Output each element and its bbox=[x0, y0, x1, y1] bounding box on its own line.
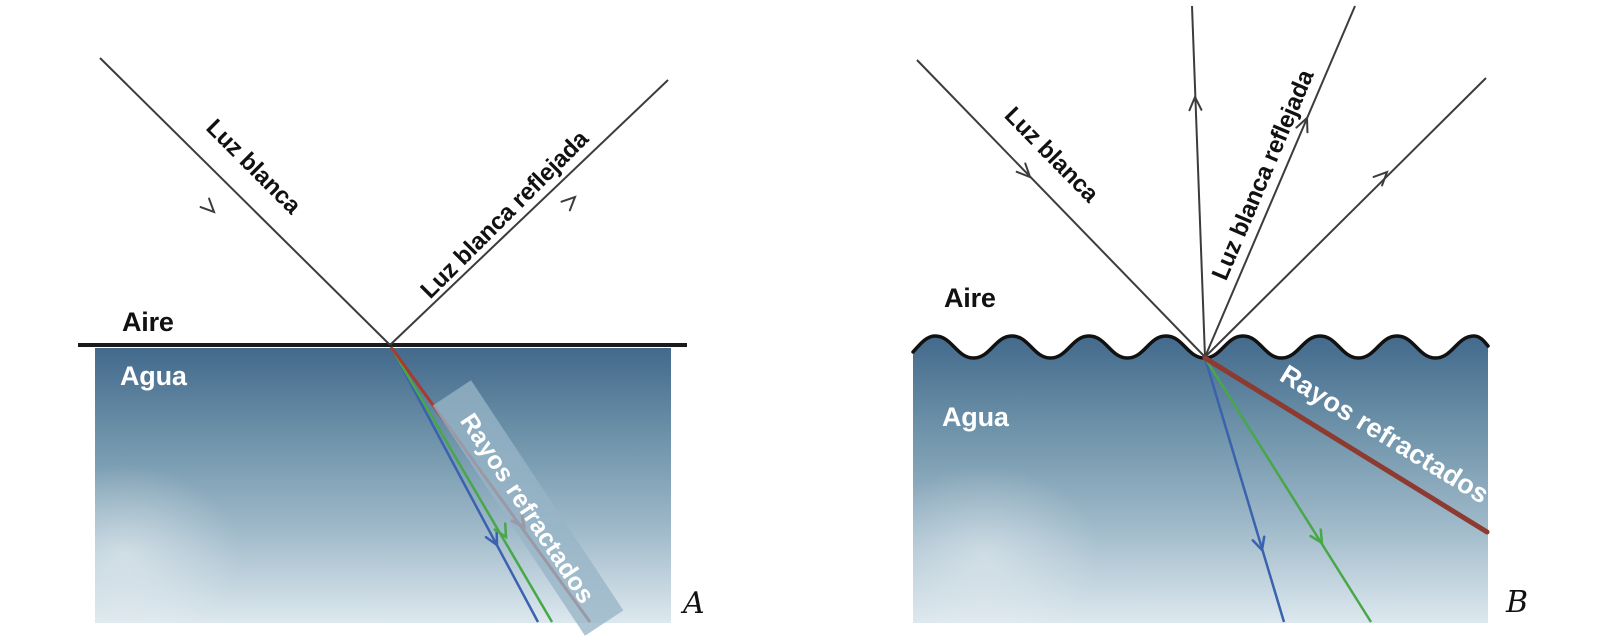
incident-ray-label-b: Luz blanca bbox=[999, 102, 1104, 209]
reflected-ray-label-b: Luz blanca reflejada bbox=[1207, 65, 1320, 284]
reflected-ray-steep-b bbox=[1204, 5, 1356, 358]
panel-letter-b: B bbox=[1505, 585, 1528, 620]
refracted-ray-green-a bbox=[389, 346, 554, 623]
reflected-ray-shallow-b bbox=[1204, 77, 1487, 358]
water-light-patch-b bbox=[870, 465, 1100, 644]
arrowhead-reflected-shallow-b bbox=[1372, 170, 1389, 187]
incident-ray-label-a: Luz blanca bbox=[201, 114, 307, 220]
panel-b: Luz blanca Luz blanca reflejada Rayos re… bbox=[870, 5, 1528, 644]
arrowhead-blue-b bbox=[1251, 535, 1266, 553]
refracted-ray-blue-b bbox=[1203, 357, 1286, 623]
panel-a: Rayos refractados Luz blanca Luz blanca … bbox=[10, 57, 705, 644]
water-label-b: Agua bbox=[942, 402, 1010, 432]
arrowhead-incident-b bbox=[1015, 162, 1032, 179]
air-label-b: Aire bbox=[944, 283, 996, 313]
refracted-ray-red-b bbox=[1202, 355, 1490, 535]
arrowhead-reflected-vertical-b bbox=[1188, 94, 1203, 112]
reflected-ray-a bbox=[389, 79, 669, 346]
panel-letter-a: A bbox=[680, 586, 705, 621]
arrowhead-blue-a bbox=[484, 530, 499, 548]
arrowhead-reflected-a bbox=[560, 195, 577, 212]
arrowhead-incident-a bbox=[199, 197, 216, 214]
incident-ray-b bbox=[916, 59, 1206, 358]
water-label-a: Agua bbox=[120, 361, 188, 391]
refracted-ray-green-b bbox=[1203, 357, 1373, 623]
arrowhead-green-a bbox=[493, 522, 508, 540]
banner-rect-a bbox=[432, 380, 624, 636]
arrowhead-reflected-steep-b bbox=[1295, 115, 1309, 134]
refracted-ray-blue-a bbox=[389, 346, 540, 623]
incident-ray-a bbox=[99, 57, 391, 346]
reflected-ray-label-a: Luz blanca reflejada bbox=[415, 125, 594, 304]
reflected-ray-vertical-b bbox=[1191, 5, 1206, 358]
air-label-a: Aire bbox=[122, 307, 174, 337]
arrowhead-green-b bbox=[1309, 528, 1324, 546]
water-light-patch-a bbox=[10, 465, 240, 644]
